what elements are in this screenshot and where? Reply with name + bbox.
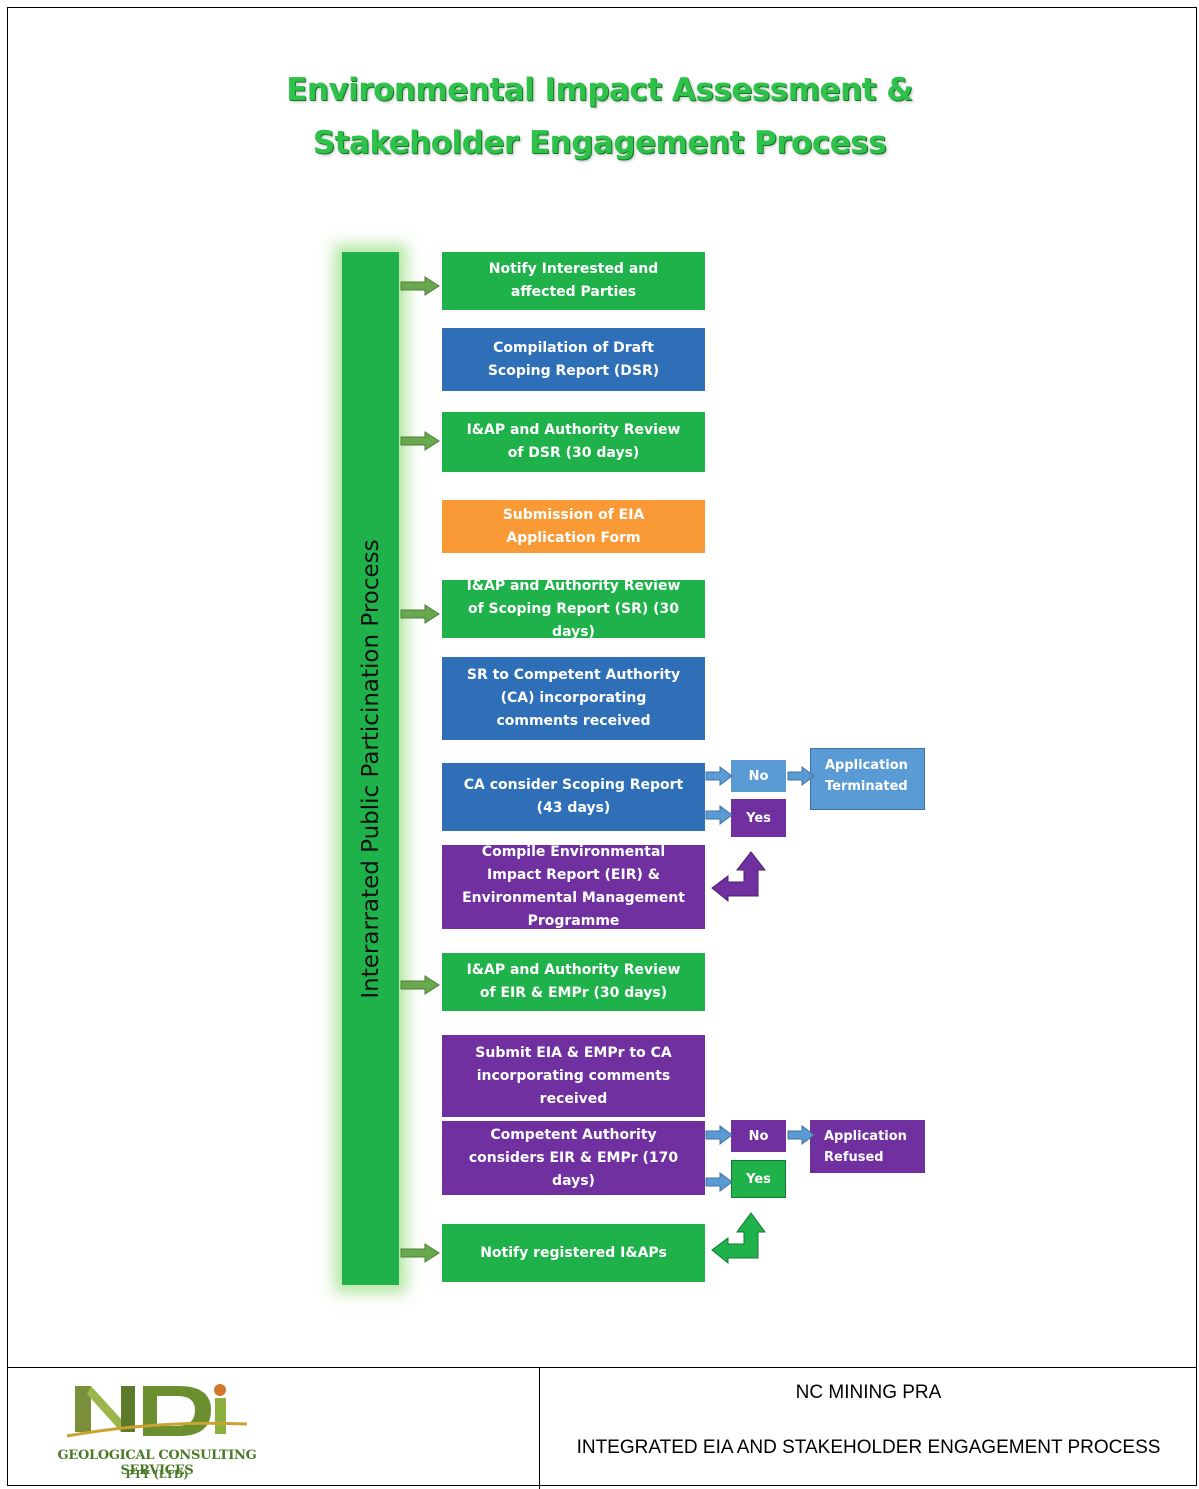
arrow-icon [400,604,440,624]
decision2-yes: Yes [731,1160,786,1198]
project-name: NC MINING PRA [795,1382,942,1403]
arrow-icon [787,766,815,786]
company-logo: GEOLOGICAL CONSULTING SERVICES PTY (LTD) [47,1380,267,1485]
step-compile-eir: Compile Environmental Impact Report (EIR… [442,844,705,929]
arrow-icon [705,805,733,825]
step-sr-to-ca: SR to Competent Authority (CA) incorpora… [442,657,705,740]
arrow-icon [400,1243,440,1263]
arrow-icon [705,1125,733,1145]
step-review-eir: I&AP and Authority Review of EIR & EMPr … [442,953,705,1011]
ndi-logo-icon [66,1384,248,1438]
public-participation-bar: Interarrated Public Particination Proces… [342,252,399,1285]
logo-company-name: GEOLOGICAL CONSULTING SERVICES [57,1448,257,1478]
document-footer: GEOLOGICAL CONSULTING SERVICES PTY (LTD)… [7,1367,1197,1489]
decision2-no: No [731,1120,786,1152]
decision1-no: No [731,760,786,792]
diagram-title-line1: Environmental Impact Assessment & [286,72,913,108]
arrow-icon [400,975,440,995]
arrow-icon [705,766,733,786]
outcome-refused: Application Refused [810,1120,925,1173]
arrow-icon [400,276,440,296]
step-ca-consider-sr: CA consider Scoping Report (43 days) [442,763,705,831]
step-notify-registered: Notify registered I&APs [442,1224,705,1282]
diagram-title-line2: Stakeholder Engagement Process [312,125,887,161]
step-ca-considers-eir: Competent Authority considers EIR & EMPr… [442,1121,705,1195]
bent-arrow-icon [711,851,767,903]
decision1-yes: Yes [731,799,786,837]
logo-company-suffix: PTY (LTD) [125,1468,189,1481]
bent-arrow-icon [711,1212,766,1265]
step-notify-iaps: Notify Interested and affected Parties [442,252,705,310]
step-submit-eia-empr: Submit EIA & EMPr to CA incorporating co… [442,1035,705,1117]
footer-divider [539,1368,540,1489]
arrow-icon [705,1172,733,1192]
outcome-terminated: Application Terminated [810,748,925,810]
step-submit-application: Submission of EIA Application Form [442,500,705,553]
document-title: INTEGRATED EIA AND STAKEHOLDER ENGAGEMEN… [576,1437,1161,1458]
step-review-dsr: I&AP and Authority Review of DSR (30 day… [442,412,705,472]
step-compile-dsr: Compilation of Draft Scoping Report (DSR… [442,328,705,391]
step-review-sr: I&AP and Authority Review of Scoping Rep… [442,578,705,640]
arrow-icon [787,1125,815,1145]
page-frame [7,7,1197,1486]
arrow-icon [400,431,440,451]
